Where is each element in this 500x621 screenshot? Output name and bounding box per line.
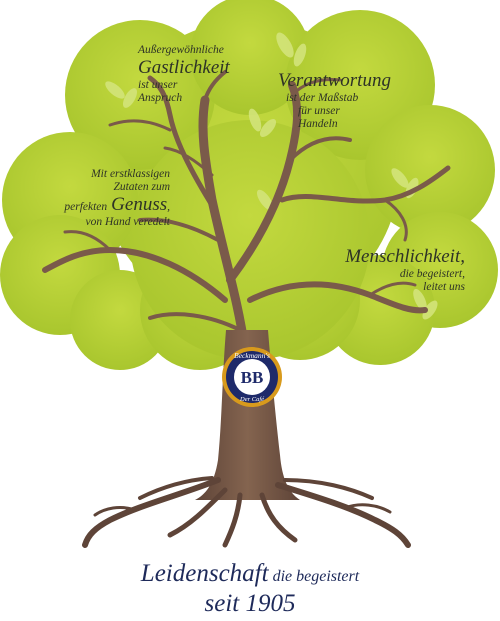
genuss-line2: Zutaten zum [113,181,170,194]
value-verantwortung: Verantwortung ist der Maßstab für unser … [278,70,418,132]
value-genuss: Mit erstklassigen Zutaten zum perfekten … [30,168,170,230]
gast-line1: Außergewöhnliche [138,44,224,56]
tree-branches [42,70,451,355]
tree-trunk [195,330,300,500]
verant-line2: ist der Maßstab [286,91,359,104]
tagline-line1: Leidenschaft die begeistert [0,560,500,588]
verant-line3: für unser [298,105,340,118]
value-gastlichkeit: Außergewöhnliche Gastlichkeit ist unser … [138,44,248,106]
seal-monogram: BB [241,368,264,387]
mensch-line3: leitet uns [423,281,465,294]
tagline-lead: Leidenschaft [140,560,269,587]
genuss-post: , [167,201,170,214]
seal-bottom-text: Der Café [239,396,265,403]
mensch-highlight: Menschlichkeit, [345,246,465,267]
genuss-highlight: Genuss [111,194,168,216]
brand-seal: Beckmann's BB Der Café [222,347,282,407]
genuss-pre: perfekten [64,201,108,214]
verant-line4: Handeln [298,118,338,131]
genuss-line4: von Hand veredelt [85,216,170,229]
genuss-line1: Mit erstklassigen [91,168,170,180]
gast-line4: Anspruch [138,92,183,105]
mensch-line2: die begeistert, [399,267,465,280]
gast-line3: ist unser [138,79,178,92]
gast-highlight: Gastlichkeit [138,57,230,79]
tagline-line2: seit 1905 [204,590,296,617]
seal-top-text: Beckmann's [234,351,270,360]
value-menschlichkeit: Menschlichkeit, die begeistert, leitet u… [320,246,465,294]
tree-roots [82,476,411,548]
tagline-rest: die begeistert [272,568,360,585]
verant-highlight: Verantwortung [278,70,391,91]
